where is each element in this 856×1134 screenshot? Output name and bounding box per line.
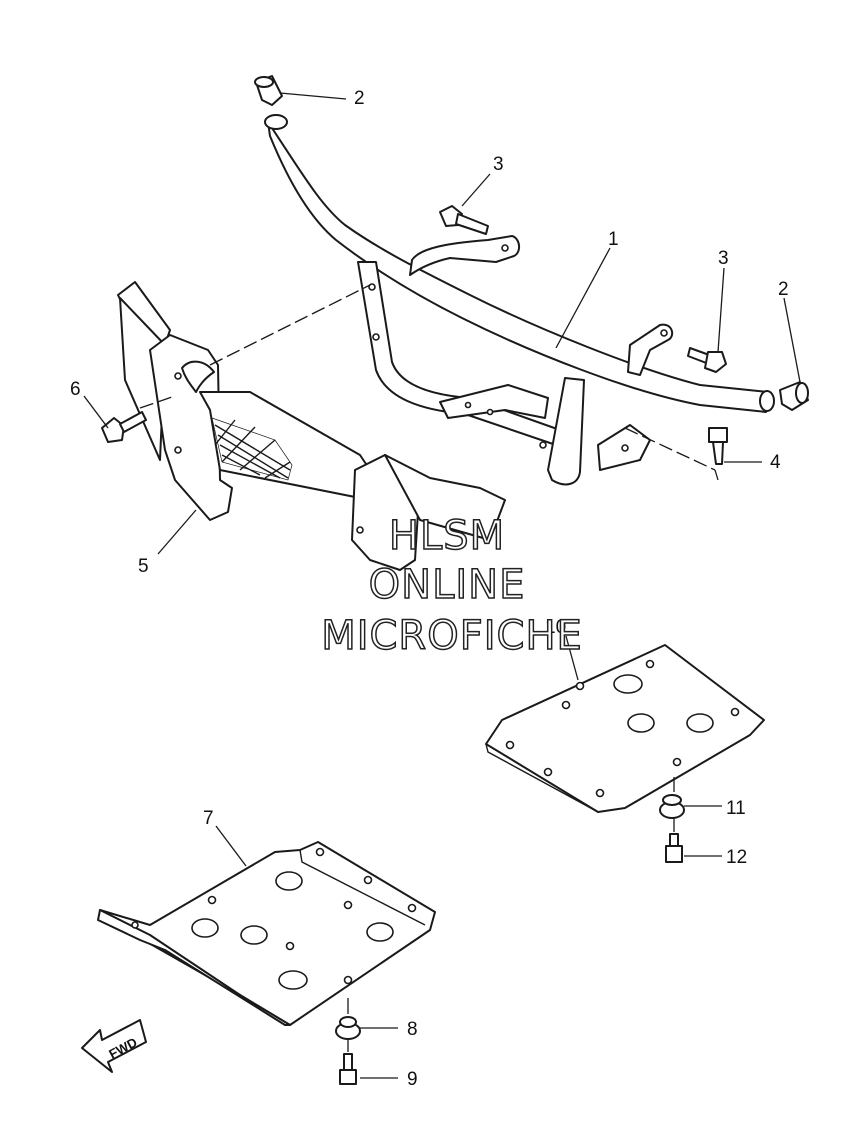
bolt-4 (708, 427, 728, 465)
callout-10: 10 (545, 617, 566, 638)
mesh-pattern (214, 419, 291, 479)
callout-12: 12 (726, 847, 747, 868)
nut-8 (335, 1016, 361, 1040)
callout-9: 9 (407, 1069, 418, 1090)
front-bumper-frame (117, 281, 506, 571)
callout-6: 6 (70, 379, 81, 400)
callout-11: 11 (726, 798, 746, 819)
bolt-6 (101, 411, 147, 443)
bolt-3-top (439, 205, 489, 235)
watermark-line-3: MICROFICHE (321, 613, 583, 659)
callout-5: 5 (138, 556, 149, 577)
callout-2-top: 2 (354, 88, 365, 109)
lower-skid-plate (97, 841, 436, 1026)
cap-2-top (254, 75, 283, 106)
bolt-12 (665, 833, 683, 863)
callout-labels: 2 3 1 3 2 6 4 5 10 11 12 7 8 9 (70, 88, 789, 1090)
callout-3-top: 3 (493, 154, 504, 175)
nut-11 (659, 794, 685, 819)
callout-3-right: 3 (718, 248, 729, 269)
callout-2-right: 2 (778, 279, 789, 300)
callout-1: 1 (608, 229, 619, 250)
callout-4: 4 (770, 452, 781, 473)
bolt-9 (339, 1053, 357, 1085)
bolt-3-right (687, 347, 727, 373)
callout-7: 7 (203, 808, 214, 829)
leader-lines (83, 92, 801, 1079)
watermark-line-2: ONLINE (369, 562, 526, 608)
watermark: HLSM ONLINE MICROFICHE (320, 512, 583, 660)
watermark-line-1: HLSM (389, 513, 505, 559)
assembly-lines (139, 284, 719, 481)
fwd-arrow-icon: FWD (81, 1019, 147, 1073)
front-guard-tube (264, 114, 775, 486)
cap-2-right (779, 381, 809, 411)
upper-skid-plate (485, 644, 765, 813)
callout-8: 8 (407, 1019, 418, 1040)
